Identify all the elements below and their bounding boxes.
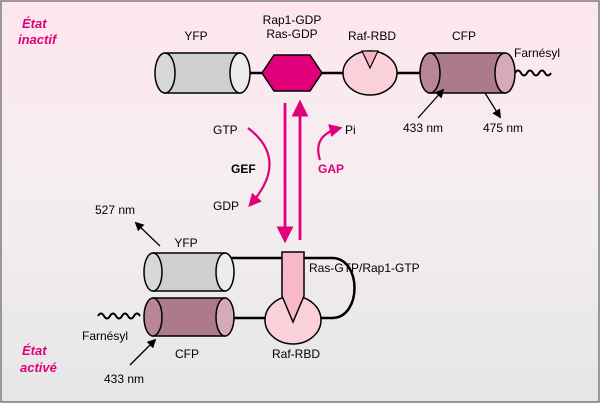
gef-curve [247, 127, 271, 207]
gef-label: GEF [231, 162, 256, 176]
excitation-arrow-top [417, 88, 445, 119]
gtp-complex-wedge [281, 251, 305, 324]
raf-rbd-pocket-top [361, 50, 379, 70]
emission-label-top: 475 nm [483, 121, 523, 135]
excitation-arrow-bottom [129, 338, 157, 366]
gdp-complex-label-line1: Rap1-GDP [263, 13, 322, 27]
gdp-complex-hexagon [261, 54, 323, 92]
yfp-label-bottom: YFP [174, 236, 197, 250]
gdp-label: GDP [213, 199, 239, 213]
emission-arrow-bottom [134, 221, 161, 247]
cfp-cylinder-top [419, 52, 516, 94]
state-active-line1: État [22, 343, 47, 358]
emission-arrow-top [484, 92, 501, 119]
gtp-complex-label: Ras-GTP/Rap1-GTP [309, 261, 420, 275]
active-construct: YFP CFP Raf-RBD Ras-GTP/Rap1-GTP Farnésy… [82, 203, 420, 386]
gap-label: GAP [318, 162, 344, 176]
linker-loop [230, 256, 356, 320]
excitation-label-top: 433 nm [403, 121, 443, 135]
raf-rbd-label-top: Raf-RBD [348, 29, 396, 43]
inactive-construct: YFP Rap1-GDP Ras-GDP Raf-RBD CFP Farnésy… [154, 13, 560, 135]
pi-label: Pi [345, 123, 356, 137]
yfp-cylinder-bottom [143, 252, 235, 292]
state-active-line2: activé [20, 360, 57, 375]
gtp-label: GTP [213, 123, 238, 137]
farnesyl-tail-top [514, 69, 552, 77]
state-inactive-line2: inactif [18, 32, 58, 47]
farnesyl-label-bottom: Farnésyl [82, 329, 128, 343]
emission-label-bottom: 527 nm [95, 203, 135, 217]
raf-rbd-label-bottom: Raf-RBD [272, 347, 320, 361]
farnesyl-label-top: Farnésyl [514, 46, 560, 60]
yfp-label-top: YFP [184, 29, 207, 43]
farnesyl-tail-bottom [97, 312, 141, 320]
yfp-cylinder-top [154, 52, 251, 94]
gef-gap-cycle: GTP Pi GEF GAP GDP [213, 99, 356, 244]
cfp-cylinder-bottom [143, 297, 235, 337]
gdp-complex-label-line2: Ras-GDP [266, 27, 317, 41]
gap-curve [317, 124, 343, 161]
cfp-label-bottom: CFP [175, 347, 199, 361]
cfp-label-top: CFP [452, 29, 476, 43]
state-inactive-line1: État [22, 16, 47, 31]
excitation-label-bottom: 433 nm [104, 372, 144, 386]
